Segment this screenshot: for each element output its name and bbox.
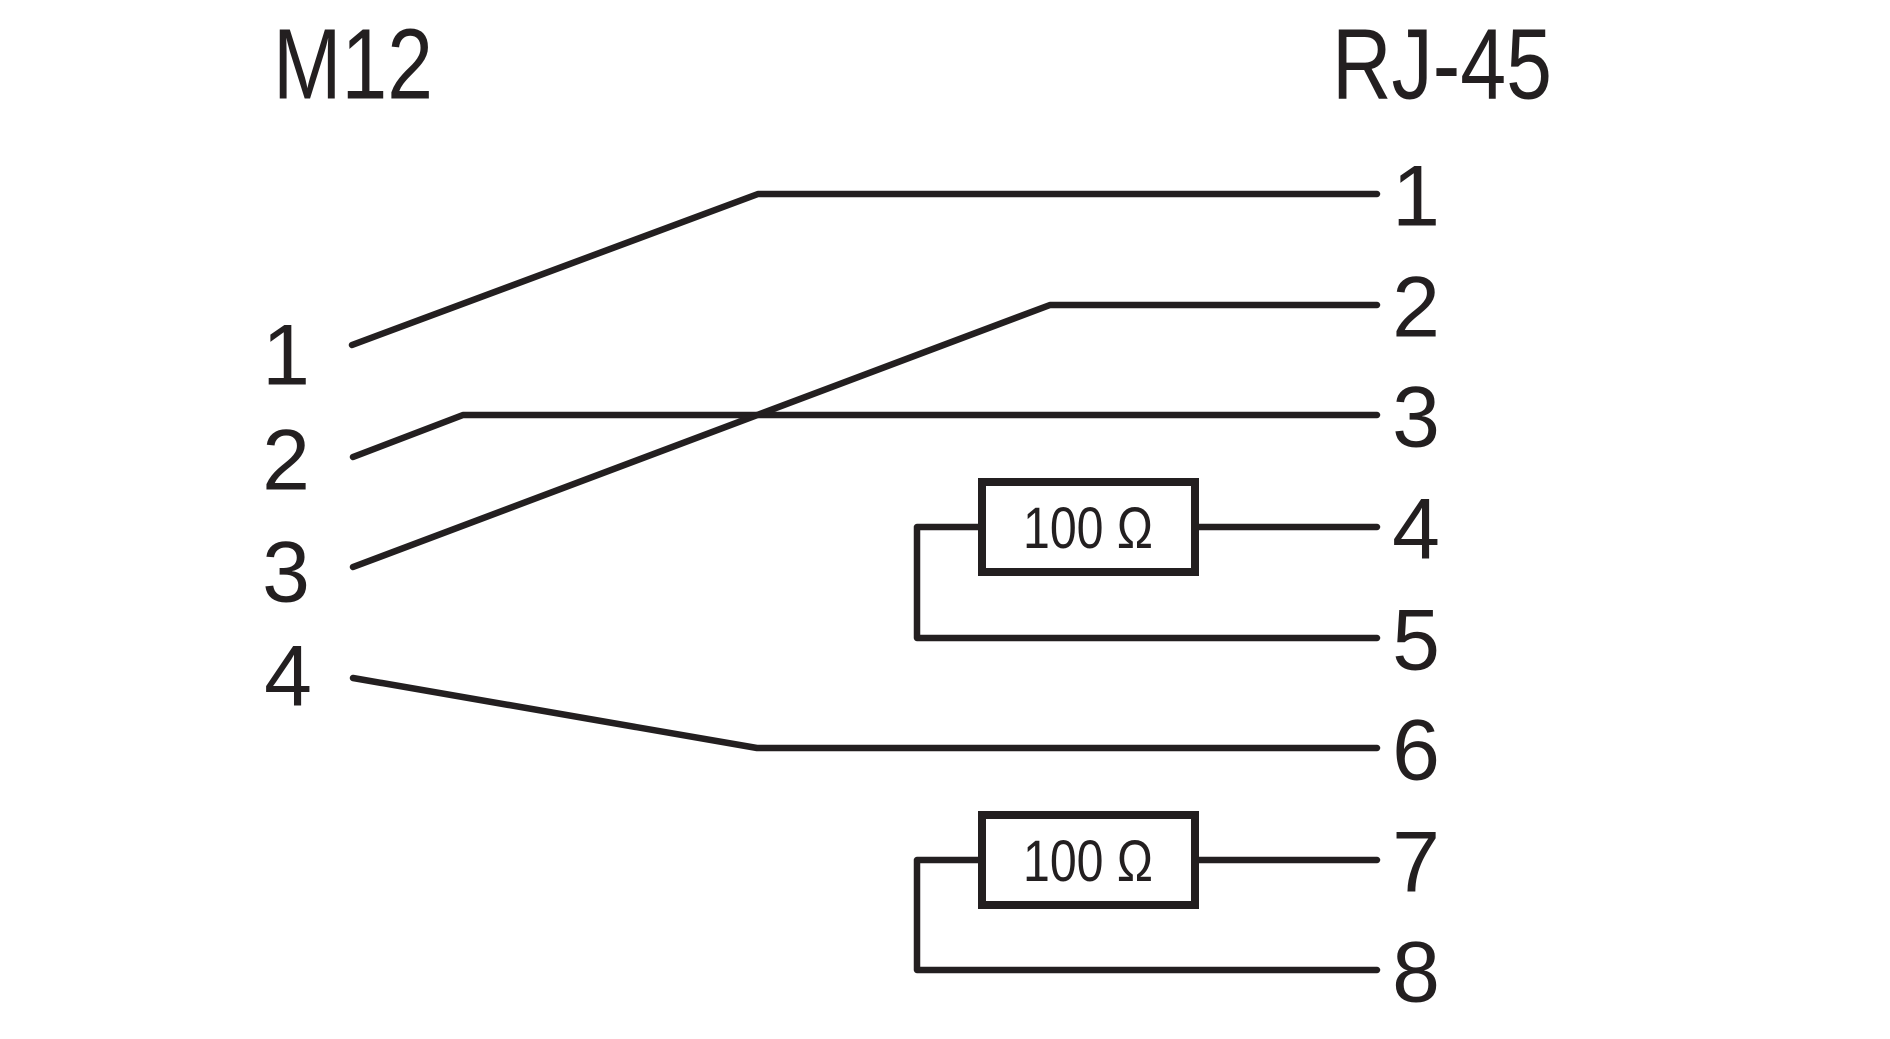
wire-m12-3-to-rj45-2 [349, 301, 1381, 571]
resistor-box [978, 811, 1199, 909]
terminator-rj45-7-8: 100 Ω [913, 811, 1381, 974]
right-pin-label-5: 5 [1392, 592, 1440, 688]
left-connector-title: M12 [273, 9, 433, 121]
resistor-box [978, 478, 1199, 576]
right-connector-title: RJ-45 [1332, 9, 1552, 121]
right-pin-label-7: 7 [1392, 814, 1440, 910]
left-pin-label-1: 1 [262, 307, 310, 403]
left-pin-label-3: 3 [262, 524, 310, 620]
right-pin-label-8: 8 [1392, 924, 1440, 1020]
terminator-rj45-4-5: 100 Ω [913, 478, 1381, 642]
right-pin-label-3: 3 [1392, 369, 1440, 465]
resistor-value-label: 100 Ω [1023, 496, 1153, 561]
right-pin-label-2: 2 [1392, 259, 1440, 355]
resistors-layer: 100 Ω 100 Ω [913, 478, 1381, 974]
right-pin-label-4: 4 [1392, 481, 1440, 577]
wire-m12-1-to-rj45-1 [348, 190, 1381, 349]
left-pin-label-2: 2 [262, 412, 310, 508]
left-pin-label-4: 4 [264, 628, 312, 724]
wire-m12-4-to-rj45-6 [349, 674, 1381, 752]
terminator-rj45-4-5-wiring [913, 523, 1381, 642]
wire-m12-2-to-rj45-3 [349, 411, 1381, 461]
wires-layer [348, 190, 1381, 752]
right-pin-label-1: 1 [1392, 148, 1440, 244]
right-pin-label-6: 6 [1392, 702, 1440, 798]
resistor-value-label: 100 Ω [1023, 829, 1153, 894]
terminator-rj45-7-8-wiring [913, 856, 1381, 974]
